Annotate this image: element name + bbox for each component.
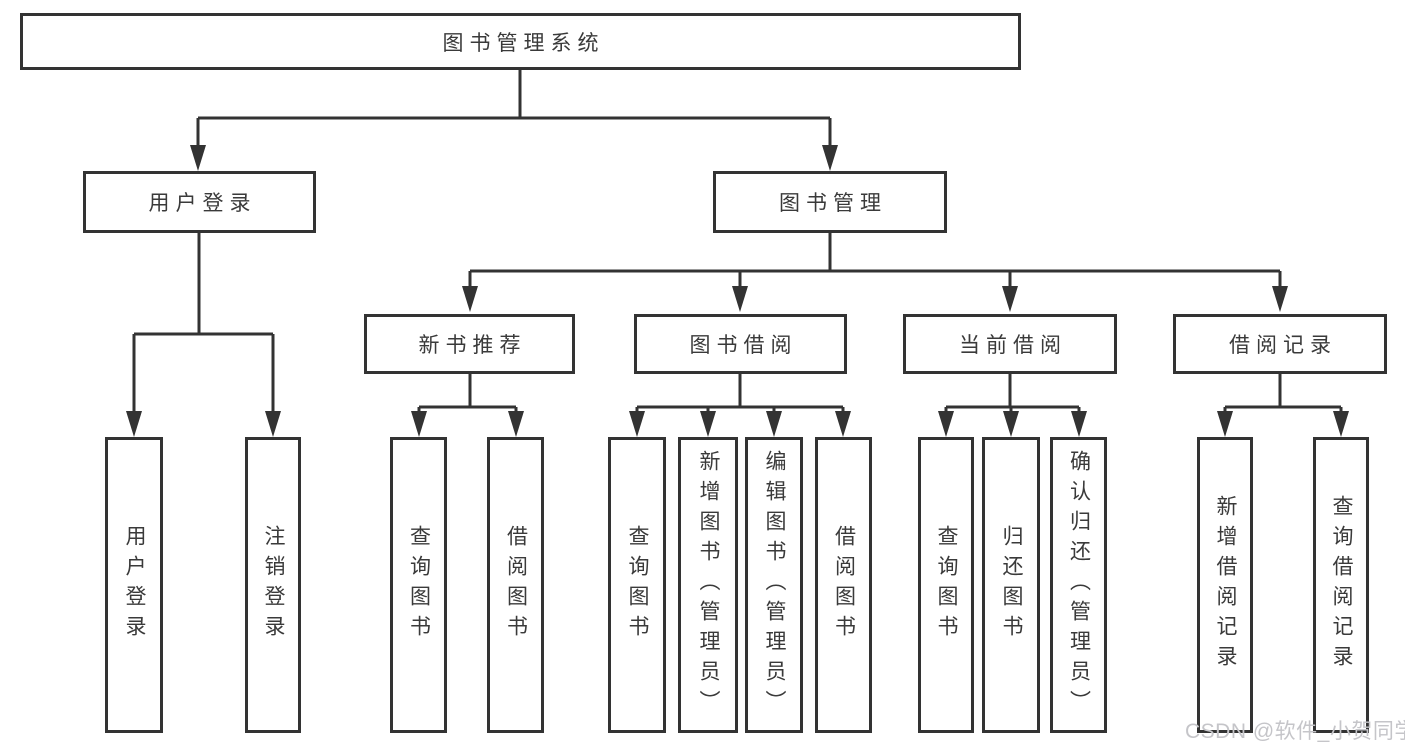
- arrowhead-icon: [835, 411, 851, 437]
- node-leaf-query-books-borrow: 查询图书: [608, 437, 666, 733]
- node-label: 借阅图书: [832, 525, 856, 645]
- node-leaf-query-borrow-record: 查询借阅记录: [1313, 437, 1369, 733]
- arrowhead-icon: [629, 411, 645, 437]
- node-leaf-confirm-return-admin: 确认归还（管理员）: [1050, 437, 1107, 733]
- arrowhead-icon: [411, 411, 427, 437]
- node-leaf-borrow-books: 借阅图书: [815, 437, 872, 733]
- node-label: 借阅记录: [1229, 334, 1337, 357]
- node-leaf-edit-book-admin: 编辑图书（管理员）: [745, 437, 803, 733]
- arrowhead-icon: [822, 145, 838, 171]
- arrowhead-icon: [508, 411, 524, 437]
- arrowhead-icon: [190, 145, 206, 171]
- node-borrow-records: 借阅记录: [1173, 314, 1387, 374]
- node-book-management: 图书管理: [713, 171, 947, 233]
- node-label: 借阅图书: [504, 525, 528, 645]
- node-user-login: 用户登录: [83, 171, 316, 233]
- arrowhead-icon: [126, 411, 142, 437]
- node-label: 查询图书: [626, 525, 649, 645]
- arrowhead-icon: [265, 411, 281, 437]
- arrowhead-icon: [938, 411, 954, 437]
- node-label: 查询图书: [407, 525, 431, 645]
- node-leaf-add-book-admin: 新增图书（管理员）: [678, 437, 738, 733]
- node-leaf-borrow-books-recommend: 借阅图书: [487, 437, 544, 733]
- node-label: 用户登录: [148, 192, 257, 215]
- arrowhead-icon: [1003, 411, 1019, 437]
- node-label: 新增借阅记录: [1214, 495, 1237, 675]
- node-leaf-add-borrow-record: 新增借阅记录: [1197, 437, 1253, 733]
- node-label: 查询图书: [935, 525, 958, 645]
- node-leaf-query-books-current: 查询图书: [918, 437, 974, 733]
- connector-paths: [132, 69, 1343, 413]
- node-label: 新书推荐: [418, 334, 527, 357]
- arrowhead-icon: [1217, 411, 1233, 437]
- node-label: 确认归还（管理员）: [1067, 450, 1091, 720]
- watermark-text: CSDN @软件_小贺同学: [1185, 720, 1405, 743]
- arrowhead-icon: [1272, 286, 1288, 312]
- node-leaf-return-books: 归还图书: [982, 437, 1040, 733]
- arrowhead-icon: [1002, 286, 1018, 312]
- node-label: 归还图书: [1000, 525, 1023, 645]
- arrowhead-icon: [766, 411, 782, 437]
- arrowhead-icon: [1071, 411, 1087, 437]
- node-new-book-recommend: 新书推荐: [364, 314, 575, 374]
- node-label: 当前借阅: [959, 334, 1067, 357]
- node-label: 用户登录: [123, 525, 146, 645]
- node-label: 编辑图书（管理员）: [763, 450, 786, 720]
- node-leaf-query-books-recommend: 查询图书: [390, 437, 447, 733]
- node-label: 图书借阅: [689, 334, 798, 357]
- arrowhead-icon: [1333, 411, 1349, 437]
- arrowheads: [126, 145, 1349, 437]
- arrowhead-icon: [700, 411, 716, 437]
- arrowhead-icon: [732, 286, 748, 312]
- node-current-borrow: 当前借阅: [903, 314, 1117, 374]
- node-label: 图书管理: [779, 192, 887, 215]
- node-label: 新增图书（管理员）: [697, 450, 720, 720]
- node-label: 注销登录: [262, 525, 285, 645]
- node-leaf-logout: 注销登录: [245, 437, 301, 733]
- node-label: 图书管理系统: [442, 31, 605, 55]
- node-leaf-user-login: 用户登录: [105, 437, 163, 733]
- node-book-borrow: 图书借阅: [634, 314, 847, 374]
- node-root: 图书管理系统: [20, 13, 1021, 70]
- node-label: 查询借阅记录: [1330, 495, 1353, 675]
- arrowhead-icon: [462, 286, 478, 312]
